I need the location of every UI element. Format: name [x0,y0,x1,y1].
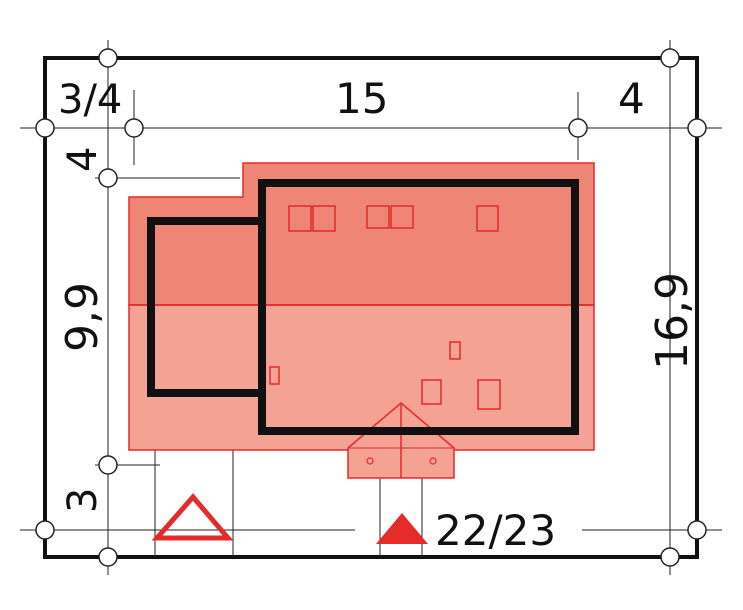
dim-road-number: 22/23 [435,506,556,555]
dim-top-left: 3/4 [58,77,122,123]
house-walls [147,179,579,435]
dim-left-top: 4 [60,147,106,172]
grid-nodes [35,48,707,567]
dim-top-right: 4 [618,74,645,123]
dimension-lines [20,40,722,575]
roof-windows [269,205,501,410]
dim-top-middle: 15 [335,74,388,123]
entrance-canopy [347,402,455,479]
dim-right: 16,9 [647,272,698,370]
triangle-outline-icon [151,493,234,541]
main-wall [258,179,579,435]
plot-boundary [43,56,699,559]
dim-left-middle: 9,9 [57,282,108,352]
house-roof [128,162,595,451]
dim-left-bottom: 3 [60,488,106,513]
annex-wall [147,217,262,397]
triangle-filled-icon [376,513,428,544]
